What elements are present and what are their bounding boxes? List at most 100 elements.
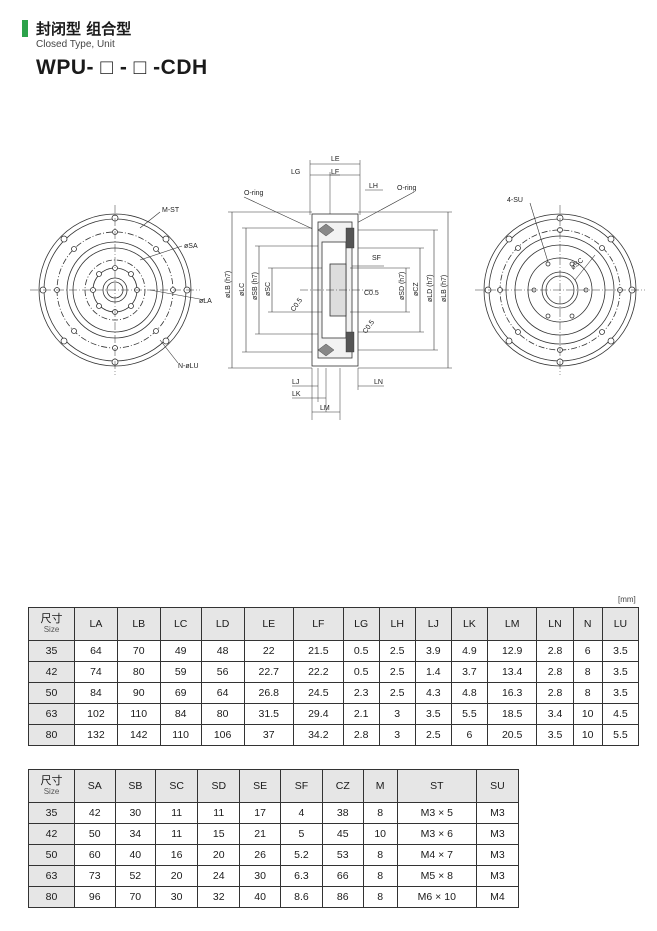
- table-cell: 18.5: [486, 703, 538, 725]
- table-cell: 8: [572, 661, 603, 683]
- table-cell: 53: [322, 844, 364, 866]
- sc-mid-label: øSC: [265, 282, 272, 296]
- table-cell: 3.5: [601, 682, 640, 704]
- model-code: WPU- □ - □ -CDH: [36, 56, 208, 79]
- table-cell: 96: [74, 886, 116, 908]
- size-label-en: Size: [43, 787, 60, 796]
- table-cell: 2.3: [342, 682, 380, 704]
- dimension-table-2: 尺寸 Size SA SB SC SD SE SF CZ M ST SU 35 …: [28, 769, 520, 908]
- column-header: SU: [475, 769, 520, 803]
- table-header-row: 尺寸 Size SA SB SC SD SE SF CZ M ST SU: [28, 769, 520, 803]
- table-cell: 3.4: [536, 703, 574, 725]
- table-cell: 21.5: [293, 640, 344, 662]
- lf-label: LF: [331, 169, 339, 176]
- table-cell: 6: [450, 724, 488, 746]
- table-row: 35 42 30 11 11 17 4 38 8 M3 × 5 M3: [28, 802, 520, 824]
- table-cell: 17: [239, 802, 281, 824]
- lg-label: LG: [291, 169, 300, 176]
- table-cell: 26.8: [243, 682, 295, 704]
- row-size: 80: [28, 724, 75, 746]
- table-cell: 5.5: [601, 724, 640, 746]
- table-cell: 110: [116, 703, 161, 725]
- table-row: 63 102 110 84 80 31.5 29.4 2.1 3 3.5 5.5…: [28, 703, 640, 725]
- table-cell: 142: [116, 724, 161, 746]
- table-cell: 8: [362, 844, 398, 866]
- table-cell: 80: [200, 703, 245, 725]
- column-header: CZ: [322, 769, 364, 803]
- table-row: 35 64 70 49 48 22 21.5 0.5 2.5 3.9 4.9 1…: [28, 640, 640, 662]
- column-header: LJ: [414, 607, 452, 641]
- table-cell: M6 × 10: [396, 886, 477, 908]
- technical-drawing: M-ST øSA øLA N-øLU LE LG LF LH O-ring O-…: [30, 156, 645, 420]
- table-cell: 20: [197, 844, 241, 866]
- table-cell: 110: [159, 724, 202, 746]
- column-header: M: [362, 769, 398, 803]
- table-cell: 20.5: [486, 724, 538, 746]
- section-title: 封闭型 组合型: [36, 20, 132, 38]
- table-cell: 73: [74, 865, 116, 887]
- sc-right-label: øSC: [570, 257, 585, 271]
- column-header: LU: [601, 607, 640, 641]
- table-cell: M3: [475, 802, 520, 824]
- table-cell: 64: [200, 682, 245, 704]
- section-subtitle: Closed Type, Unit: [36, 39, 115, 50]
- column-header: SE: [239, 769, 281, 803]
- lh-label: LH: [369, 183, 378, 190]
- table-cell: 2.1: [342, 703, 380, 725]
- column-header: LA: [74, 607, 118, 641]
- table-cell: 22.2: [293, 661, 344, 683]
- table-cell: 38: [322, 802, 364, 824]
- table-cell: 2.5: [378, 682, 416, 704]
- table-cell: M4 × 7: [396, 844, 477, 866]
- ln-label: LN: [374, 379, 383, 386]
- lm-label: LM: [320, 405, 330, 412]
- mst-label: M-ST: [162, 207, 180, 214]
- table-cell: 56: [200, 661, 245, 683]
- table-cell: 10: [572, 724, 603, 746]
- table-cell: 3.5: [536, 724, 574, 746]
- table-cell: 84: [159, 703, 202, 725]
- sa-label: øSA: [184, 243, 198, 250]
- left-front-view: M-ST øSA øLA N-øLU: [30, 205, 212, 375]
- column-header: LM: [486, 607, 538, 641]
- table-cell: 3.5: [601, 661, 640, 683]
- table-cell: 66: [322, 865, 364, 887]
- table-cell: 21: [239, 823, 281, 845]
- table-cell: 132: [74, 724, 118, 746]
- table-cell: 8: [572, 682, 603, 704]
- table-cell: 11: [155, 802, 199, 824]
- size-label: 尺寸: [40, 775, 63, 787]
- le-label: LE: [331, 156, 340, 163]
- table-row: 50 84 90 69 64 26.8 24.5 2.3 2.5 4.3 4.8…: [28, 682, 640, 704]
- row-size: 63: [28, 703, 75, 725]
- table-cell: 8: [362, 802, 398, 824]
- table-cell: 30: [239, 865, 281, 887]
- table-cell: 31.5: [243, 703, 295, 725]
- table-cell: 30: [155, 886, 199, 908]
- table-cell: 30: [114, 802, 157, 824]
- table-cell: M5 × 8: [396, 865, 477, 887]
- table-cell: M4: [475, 886, 520, 908]
- table-cell: 2.8: [536, 640, 574, 662]
- table-header-row: 尺寸 Size LA LB LC LD LE LF LG LH LJ LK LM…: [28, 607, 640, 641]
- column-header: SB: [114, 769, 157, 803]
- sd-label: øSD (h7): [399, 272, 406, 300]
- table-row: 42 74 80 59 56 22.7 22.2 0.5 2.5 1.4 3.7…: [28, 661, 640, 683]
- table-cell: 3: [378, 703, 416, 725]
- table-cell: 69: [159, 682, 202, 704]
- table-cell: 20: [155, 865, 199, 887]
- table-cell: 106: [200, 724, 245, 746]
- table-cell: 49: [159, 640, 202, 662]
- row-size: 35: [28, 640, 75, 662]
- table-cell: 6: [572, 640, 603, 662]
- table-cell: 3.5: [601, 640, 640, 662]
- table-cell: 6.3: [279, 865, 324, 887]
- la-label: øLA: [199, 298, 212, 305]
- table-cell: 34.2: [293, 724, 344, 746]
- table-cell: 52: [114, 865, 157, 887]
- table-row: 42 50 34 11 15 21 5 45 10 M3 × 6 M3: [28, 823, 520, 845]
- table-cell: 24.5: [293, 682, 344, 704]
- table-cell: 8: [362, 865, 398, 887]
- table-cell: 4.3: [414, 682, 452, 704]
- table-cell: 5.2: [279, 844, 324, 866]
